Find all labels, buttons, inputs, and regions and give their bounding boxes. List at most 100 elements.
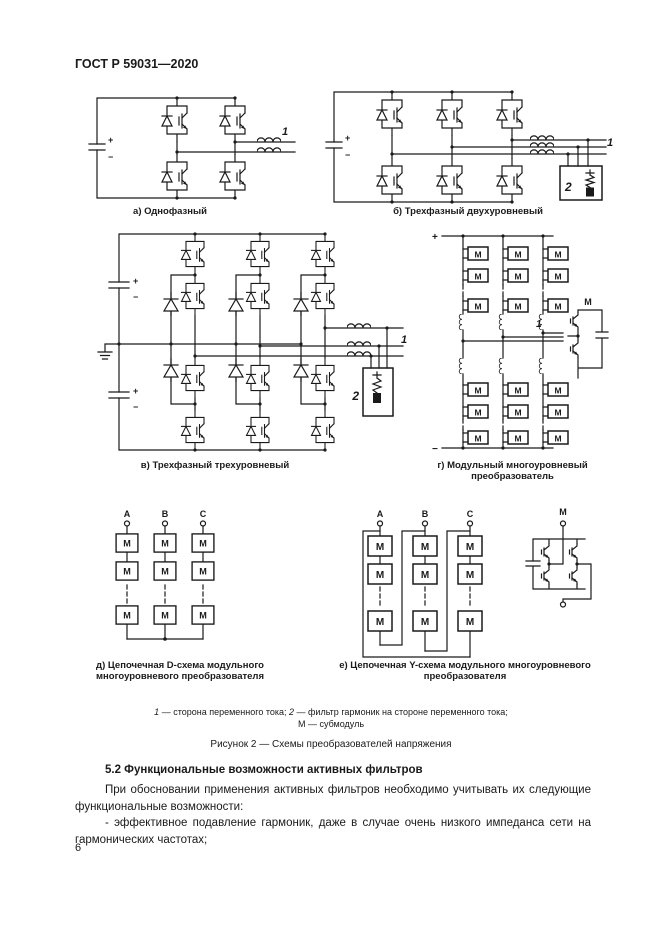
legend-num-1: 1 — [154, 707, 160, 717]
ac-output-lines — [194, 327, 404, 357]
dc-rails — [441, 235, 554, 449]
figure-d-chain-delta-scheme: A B C — [115, 509, 215, 641]
junction-dots — [117, 232, 389, 452]
minus-label: − — [133, 292, 138, 302]
inductor — [257, 137, 281, 142]
phase-column: A — [367, 509, 393, 646]
page-number: 6 — [75, 842, 82, 854]
junction-dot — [163, 637, 167, 641]
ac-output-lines — [462, 332, 564, 342]
arm-inductor — [458, 314, 463, 330]
phase-leg — [293, 234, 335, 450]
ground-and-neutral — [97, 343, 302, 360]
terminal — [199, 520, 207, 527]
minus-label: − — [345, 150, 350, 160]
arrester-glyph — [371, 371, 383, 394]
caption-e-line1: е) Цепочечная Y-схема модульного многоур… — [339, 660, 591, 671]
igbt-module — [496, 92, 523, 136]
plus-label: + — [133, 276, 138, 286]
filter-taps — [567, 139, 589, 167]
submodule-title: М — [584, 297, 592, 307]
igbt — [540, 567, 550, 585]
caption-e: е) Цепочечная Y-схема модульного многоур… — [330, 660, 600, 682]
half-bridge-submodule-detail: М — [567, 297, 609, 379]
igbt — [569, 312, 579, 330]
caption-d-line1: д) Цепочечная D-схема модульного — [96, 660, 264, 671]
caption-e-line2: преобразователя — [423, 671, 507, 682]
arrester-block — [373, 393, 381, 403]
phase-c-label: C — [200, 509, 207, 519]
arm-inductor — [458, 358, 463, 374]
phase-column: C — [191, 509, 215, 640]
igbt — [569, 340, 579, 358]
harmonic-filter-box — [559, 165, 603, 201]
caption-b: б) Трехфазный двухуровневый — [393, 206, 543, 217]
legend-line2: М — субмодуль — [297, 719, 365, 729]
legend-line1: 1 — сторона переменного тока; 2 — фильтр… — [75, 706, 587, 718]
junction-dots — [461, 234, 545, 450]
clamp-diode — [293, 292, 309, 316]
figure-legend: 1 — сторона переменного тока; 2 — фильтр… — [75, 706, 587, 730]
igbt — [568, 543, 578, 561]
legend-num-2: 2 — [289, 707, 295, 717]
minus-label: − — [432, 444, 438, 455]
terminal — [466, 520, 474, 527]
dc-capacitor — [88, 143, 106, 151]
igbt-module — [436, 92, 463, 136]
filter-taps — [370, 327, 388, 369]
ac-output-lines — [391, 139, 607, 155]
inductor — [257, 147, 281, 152]
igbt-module — [496, 158, 523, 202]
dc-bus — [96, 97, 236, 199]
caption-d: д) Цепочечная D-схема модульного многоур… — [85, 660, 275, 682]
figure-title: Рисунок 2 — Схемы преобразователей напря… — [210, 739, 452, 750]
legend-text-2: — фильтр гармоник на стороне переменного… — [294, 707, 508, 717]
arm-inductor — [498, 314, 503, 330]
caption-d-line2: многоуровневого преобразователя — [96, 671, 264, 682]
arm-inductor — [498, 358, 503, 374]
full-bridge-submodule-detail: М — [525, 507, 592, 608]
phase-a-label: A — [377, 509, 384, 519]
delta-loop-wires — [362, 530, 471, 658]
terminal — [559, 520, 567, 527]
caption-g-line1: г) Модульный многоуровневый — [437, 460, 588, 471]
igbt — [568, 567, 578, 585]
dc-capacitors — [108, 281, 130, 399]
phase-leg — [228, 234, 270, 450]
plus-label: + — [133, 386, 138, 396]
submodule-title: М — [559, 507, 567, 517]
mmc-leg — [538, 235, 569, 449]
dc-capacitor — [325, 141, 343, 149]
caption-g: г) Модульный многоуровневый преобразоват… — [420, 460, 605, 482]
minus-label: − — [108, 152, 113, 162]
igbt-module — [161, 154, 188, 198]
figure-v-three-phase-three-level-converter: + − + − 1 — [97, 232, 407, 452]
caption-a: а) Однофазный — [133, 206, 207, 217]
inductor — [530, 142, 554, 147]
clamp-diode — [163, 292, 179, 316]
phase-column: B — [153, 509, 177, 640]
ac-output-lines — [176, 141, 296, 153]
ac-side-label: 1 — [607, 137, 613, 149]
ac-side-label: 1 — [401, 334, 407, 346]
dc-bus — [333, 91, 513, 203]
caption-g-line2: преобразователь — [471, 471, 554, 482]
ac-side-label: 1 — [282, 126, 288, 138]
paragraph-1: При обосновании применения активных филь… — [75, 784, 591, 813]
phase-b-label: B — [422, 509, 429, 519]
terminal — [123, 520, 131, 527]
plus-label: + — [108, 135, 113, 145]
harmonic-filter-box — [362, 367, 394, 417]
terminal — [559, 601, 567, 608]
filter-label: 2 — [564, 180, 572, 194]
igbt-module — [376, 92, 403, 136]
clamp-diode — [293, 358, 309, 382]
igbt-module — [376, 158, 403, 202]
junction-dots — [390, 90, 590, 204]
clamp-diode — [163, 358, 179, 382]
terminal — [161, 520, 169, 527]
junction-dots — [175, 96, 237, 200]
figure-b-three-phase-two-level-converter: + − 1 2 — [325, 90, 613, 204]
phase-column: B — [412, 509, 438, 652]
igbt-module — [161, 98, 188, 142]
